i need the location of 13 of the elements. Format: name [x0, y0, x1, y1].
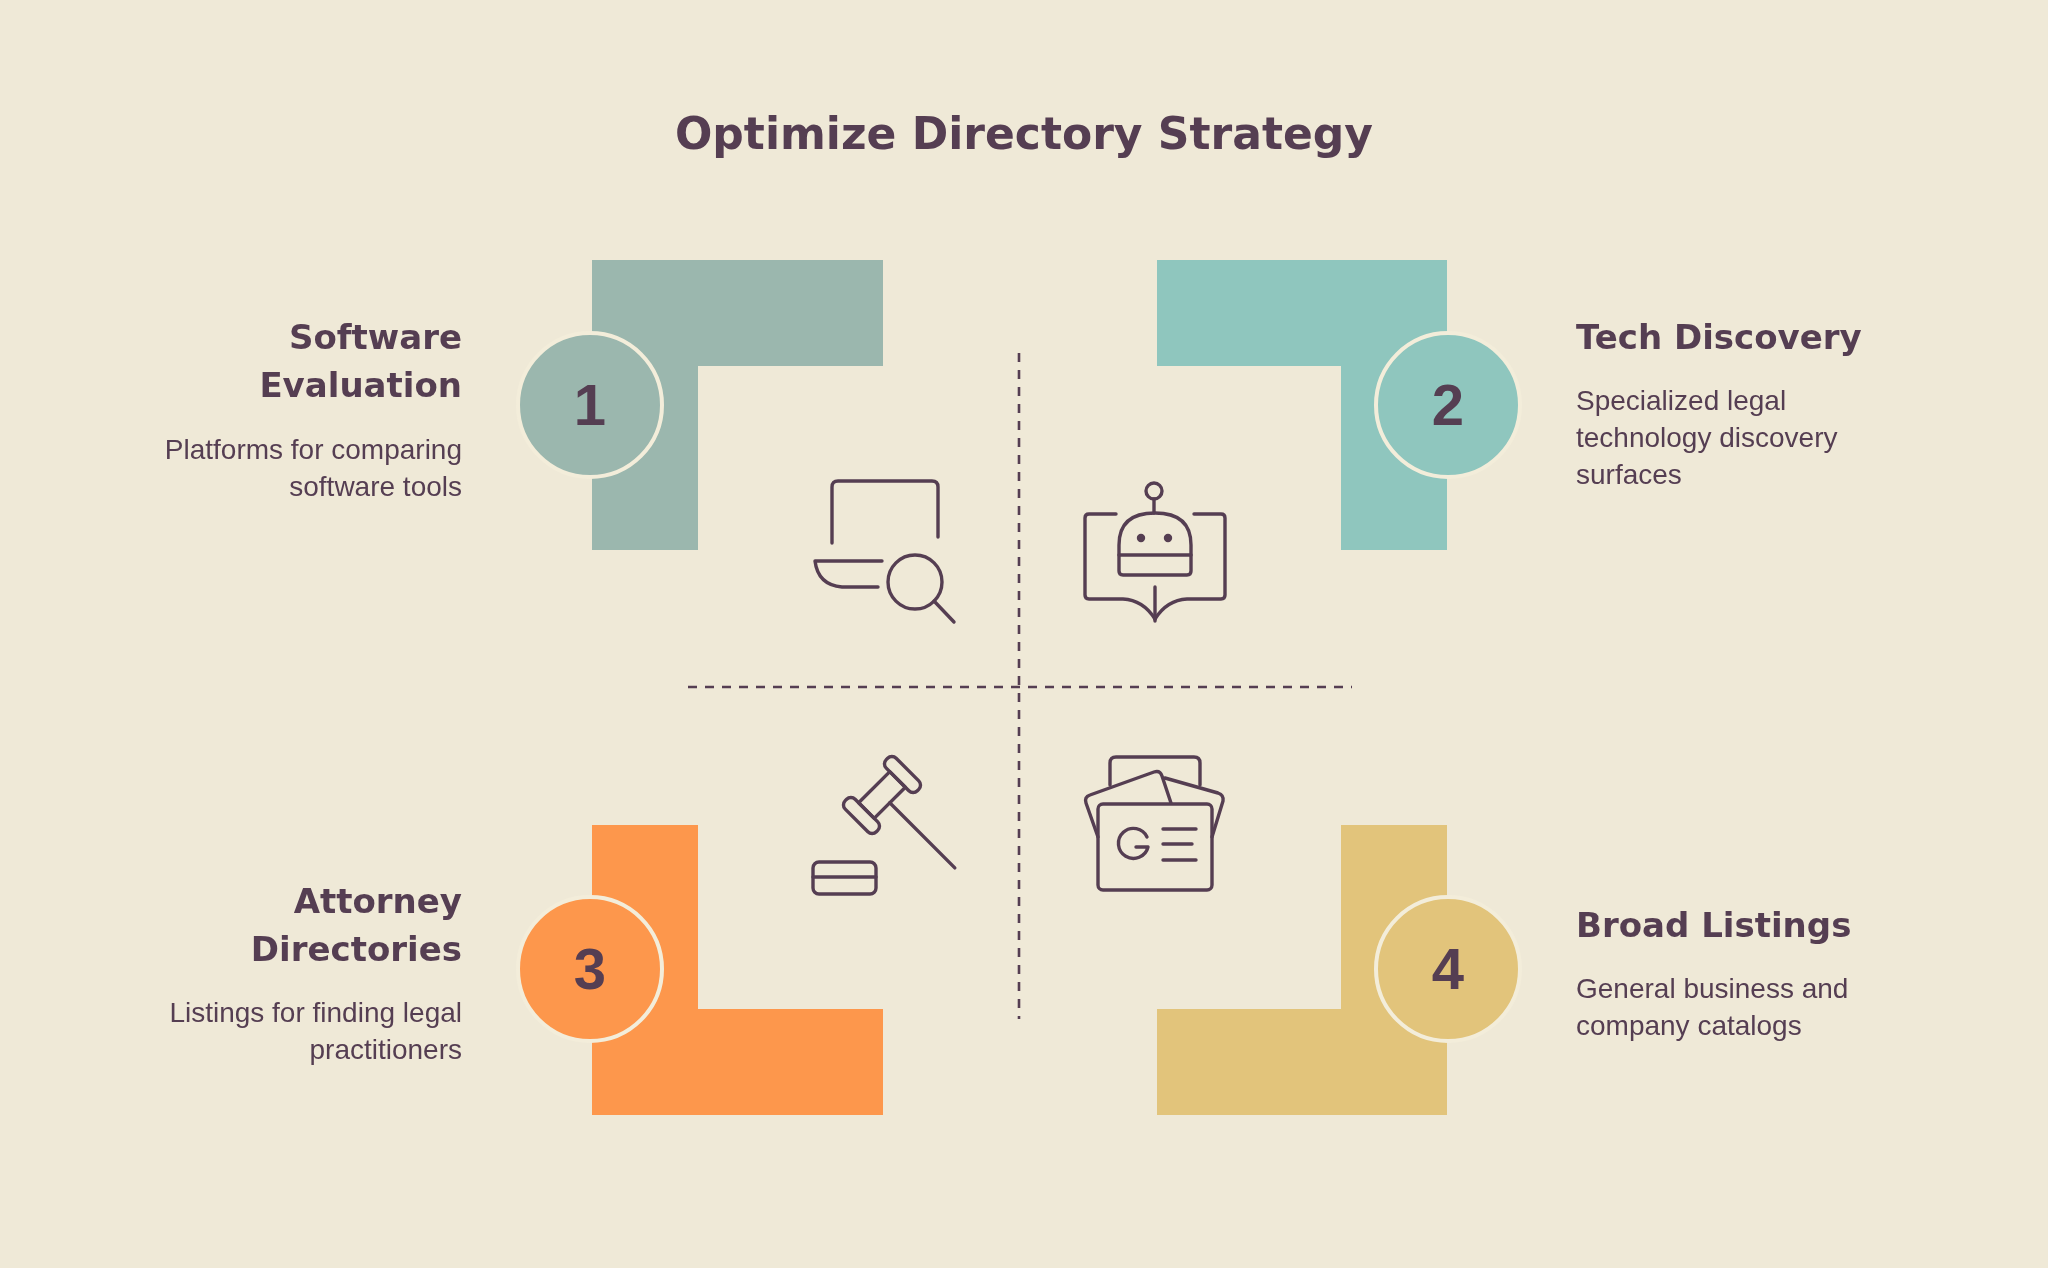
step-number: 1 [573, 373, 607, 437]
step-number: 3 [573, 937, 607, 1001]
step-number: 4 [1431, 937, 1465, 1001]
step-description: General business and company catalogs [1576, 972, 1850, 1043]
step-heading: Attorney Directories [249, 880, 462, 971]
diagram-title: Optimize Directory Strategy [674, 107, 1374, 161]
step-description: Platforms for comparing software tools [163, 433, 462, 504]
step-heading: Tech Discovery [1576, 316, 1863, 359]
step-heading: Broad Listings [1576, 904, 1853, 947]
step-description: Listings for finding legal practitioners [168, 996, 462, 1067]
step-number: 2 [1431, 373, 1465, 437]
step-description: Specialized legal technology discovery surfaces [1576, 384, 1839, 492]
step-heading: Software Evaluation [258, 316, 462, 407]
